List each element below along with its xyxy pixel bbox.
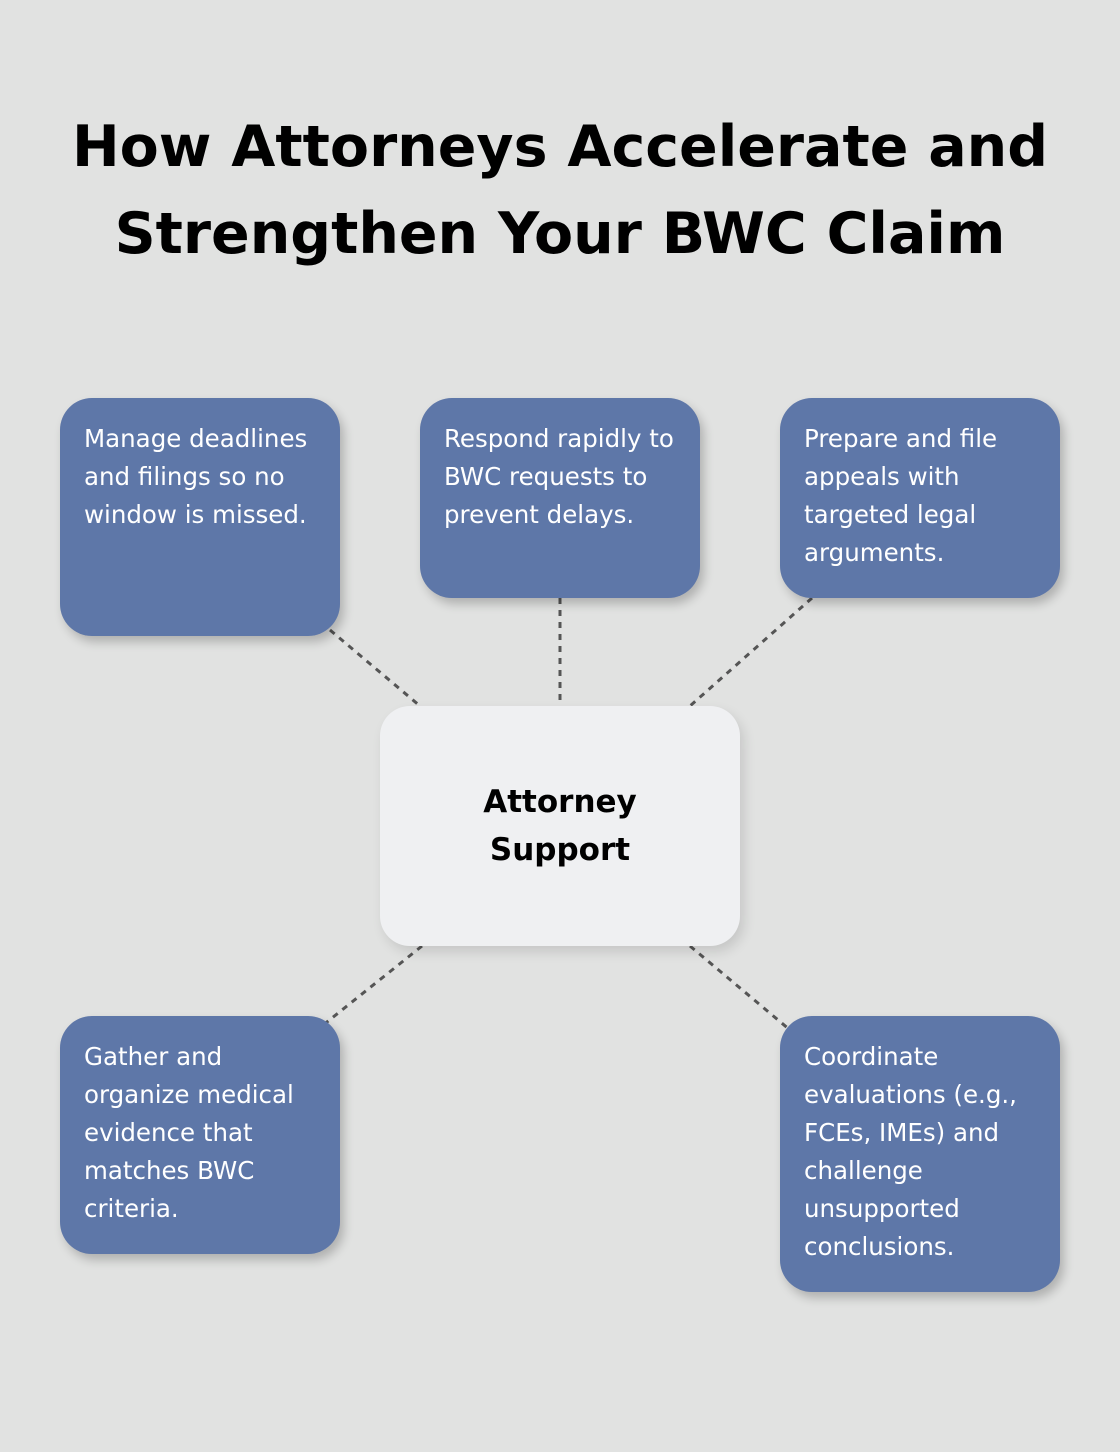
- node-text: Respond rapidly to BWC requests to preve…: [444, 424, 674, 529]
- connector-bottom-right: [689, 944, 791, 1032]
- connector-top-left: [329, 628, 421, 708]
- node-respond-rapidly: Respond rapidly to BWC requests to preve…: [420, 398, 700, 598]
- node-coordinate-evaluations: Coordinate evaluations (e.g., FCEs, IMEs…: [780, 1016, 1060, 1292]
- node-prepare-appeals: Prepare and file appeals with targeted l…: [780, 398, 1060, 598]
- node-manage-deadlines: Manage deadlines and filings so no windo…: [60, 398, 340, 636]
- center-label: Attorney Support: [483, 784, 637, 868]
- title-line-1: How Attorneys Accelerate and: [71, 114, 1049, 180]
- node-text: Coordinate evaluations (e.g., FCEs, IMEs…: [804, 1042, 1017, 1261]
- center-node-attorney-support: Attorney Support: [380, 706, 740, 946]
- node-text: Gather and organize medical evidence tha…: [84, 1042, 294, 1223]
- node-text: Manage deadlines and filings so no windo…: [84, 424, 308, 529]
- title-line-2: Strengthen Your BWC Claim: [114, 201, 1006, 267]
- node-text: Prepare and file appeals with targeted l…: [804, 424, 998, 567]
- connector-bottom-left: [321, 944, 423, 1028]
- node-gather-evidence: Gather and organize medical evidence tha…: [60, 1016, 340, 1254]
- connector-top-right: [689, 596, 813, 708]
- page-title: How Attorneys Accelerate and Strengthen …: [0, 104, 1120, 278]
